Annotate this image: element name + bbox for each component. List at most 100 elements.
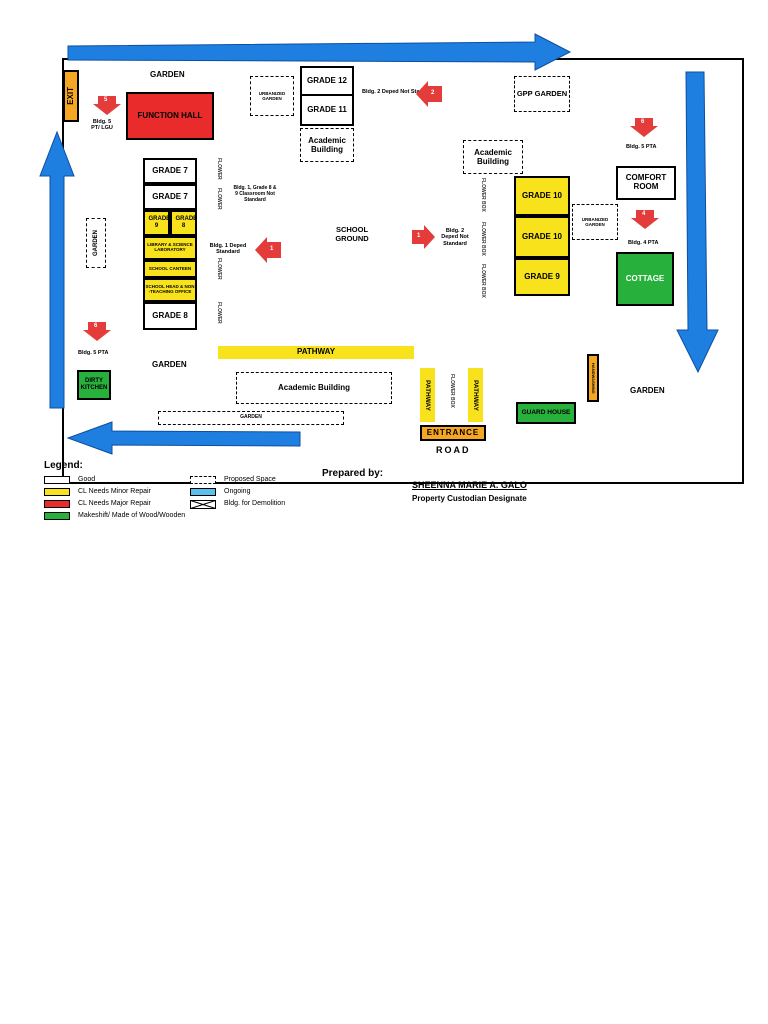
flower-strip-left-3: FLOWER [216, 258, 222, 280]
dirty-kitchen: DIRTY KITCHEN [77, 370, 111, 400]
exit-gate: EXIT [63, 70, 79, 122]
garden-right-label: GARDEN [630, 386, 665, 395]
legend-swatch-proposed [190, 476, 216, 484]
marker-2-left [416, 81, 442, 107]
flower-strip-left-4: FLOWER [216, 302, 222, 324]
grade-8-room-small: GRADE 8 [170, 210, 197, 236]
school-ground: SCHOOL GROUND [335, 225, 369, 243]
bldg1-deped-note: Bldg. 1 Deped Standard [209, 243, 247, 256]
pathway-horizontal-label: PATHWAY [296, 347, 336, 357]
flower-strip-left-2: FLOWER [216, 188, 222, 210]
bldg5-pta-right-note: Bldg. 5 PTA [626, 144, 657, 150]
preparer-name: SHEENNA MARIE A. GALO [412, 480, 527, 490]
academic-building-right: Academic Building [463, 140, 523, 174]
arrow-down-right [676, 71, 719, 374]
bldg5-ptlgu-note: Bldg. 5 PT/ LGU [91, 119, 113, 132]
repair-markers [83, 81, 659, 341]
grade-9-room-left: GRADE 9 [143, 210, 170, 236]
legend-swatch-ongoing [190, 488, 216, 496]
marker-2-number: 2 [431, 90, 435, 96]
flower-box-right-3: FLOWER BOX [480, 264, 486, 298]
bldg4-pta-note: Bldg. 4 PTA [628, 240, 659, 246]
garden-left-vertical: GARDEN [86, 218, 106, 268]
marker-1-right [412, 225, 435, 249]
urbanized-garden-right-label: URBANIZED GARDEN [581, 216, 609, 227]
legend-label-makeshift: Makeshift/ Made of Wood/Wooden [78, 512, 186, 519]
academic-building-top: Academic Building [300, 128, 354, 162]
grade-8-label: GRADE 8 [152, 310, 188, 320]
pathway-right-label: PATHWAY [472, 379, 480, 411]
flower-box-entrance: FLOWER BOX [449, 374, 455, 408]
flow-arrows [39, 33, 719, 455]
legend-label-minor: CL Needs Minor Repair [78, 488, 151, 495]
grade-8-room: GRADE 8 [143, 302, 197, 330]
bldg2-mid-note: Bldg. 2 Deped Not Standard [441, 228, 469, 247]
marker-4-number: 4 [642, 211, 646, 217]
marker-6-down-right [630, 118, 658, 137]
grade-9-room-right: GRADE 9 [514, 258, 570, 296]
legend-label-demolition: Bldg. for Demolition [224, 500, 286, 507]
grade-12-room: GRADE 12 [300, 66, 354, 96]
cottage: COTTAGE [616, 252, 674, 306]
pathway-horizontal: PATHWAY [218, 346, 414, 359]
marker-4-down [631, 210, 659, 229]
flower-strip-left-1: FLOWER [216, 158, 222, 180]
legend-label-ongoing: Ongoing [224, 488, 251, 495]
school-canteen: SCHOOL CANTEEN [143, 260, 197, 278]
function-hall: FUNCTION HALL [126, 92, 214, 140]
preparer-title: Property Custodian Designate [412, 494, 527, 503]
library-science-lab: LIBRARY & SCIENCE LABORATORY [143, 236, 197, 260]
academic-building-bottom-label: Academic Building [277, 383, 350, 393]
gpp-garden: GPP GARDEN [514, 76, 570, 112]
cottage-label: COTTAGE [625, 273, 665, 283]
garden-bottom-label: GARDEN [240, 414, 262, 421]
flower-box-right-1: FLOWER BOX [480, 178, 486, 212]
grade-10-b-label: GRADE 10 [521, 231, 562, 241]
grade-11-label: GRADE 11 [307, 104, 347, 114]
canteen-label: SCHOOL CANTEEN [148, 265, 192, 271]
garden-left-label: GARDEN [152, 360, 187, 369]
dirty-kitchen-label: DIRTY KITCHEN [80, 378, 108, 391]
bldg1-grade-note: Bldg. 1, Grade 8 & 9 Classroom Not Stand… [233, 185, 277, 203]
flower-box-right-2: FLOWER BOX [480, 222, 486, 256]
legend-title: Legend: [44, 460, 83, 471]
marker-5-down [93, 96, 121, 115]
guard-house-label: GUARD HOUSE [521, 409, 571, 417]
pathway-left-entrance: PATHWAY [420, 368, 435, 422]
comfort-room-label: COMFORT ROOM [625, 173, 667, 191]
comfort-room: COMFORT ROOM [616, 166, 676, 200]
marker-5-number: 5 [104, 97, 108, 103]
grade-7-room-b: GRADE 7 [143, 184, 197, 210]
grade-9-right-label: GRADE 9 [524, 271, 560, 281]
grade-11-room: GRADE 11 [300, 94, 354, 126]
marker-1-right-number: 1 [417, 233, 421, 239]
grade-9-left-label: GRADE 9 [148, 216, 171, 229]
grade-10-room-a: GRADE 10 [514, 176, 570, 216]
legend-swatch-demolition [190, 500, 216, 509]
garden-bottom: GARDEN [158, 411, 344, 425]
urbanized-garden-top: URBANIZED GARDEN [250, 76, 294, 116]
arrow-right-top [67, 33, 572, 71]
bldg5-pta-left-note: Bldg. 5 PTA [78, 350, 109, 356]
garden-top-label: GARDEN [150, 70, 185, 79]
road-label: ROAD [436, 445, 471, 455]
marker-6-down-left [83, 322, 111, 341]
entrance-gate: ENTRANCE [420, 425, 486, 441]
marker-6-right-number: 6 [641, 119, 645, 125]
marker-6-left-number: 6 [94, 323, 98, 329]
academic-building-top-label: Academic Building [308, 135, 346, 154]
legend-swatch-minor [44, 488, 70, 496]
bldg2-top-note: Bldg. 2 Deped Not Standard [362, 89, 435, 95]
school-head-office: SCHOOL HEAD & NON -TEACHING OFFICE [143, 278, 197, 302]
function-hall-label: FUNCTION HALL [137, 110, 203, 120]
pathway-left-label: PATHWAY [424, 379, 432, 411]
academic-building-bottom: Academic Building [236, 372, 392, 404]
entrance-label: ENTRANCE [426, 427, 480, 437]
legend-label-proposed: Proposed Space [224, 476, 276, 483]
grade-12-label: GRADE 12 [306, 75, 347, 85]
guard-house: GUARD HOUSE [516, 402, 576, 424]
legend-swatch-good [44, 476, 70, 484]
legend-swatch-major [44, 500, 70, 508]
grade-10-room-b: GRADE 10 [514, 216, 570, 258]
academic-building-right-label: Academic Building [474, 147, 512, 166]
